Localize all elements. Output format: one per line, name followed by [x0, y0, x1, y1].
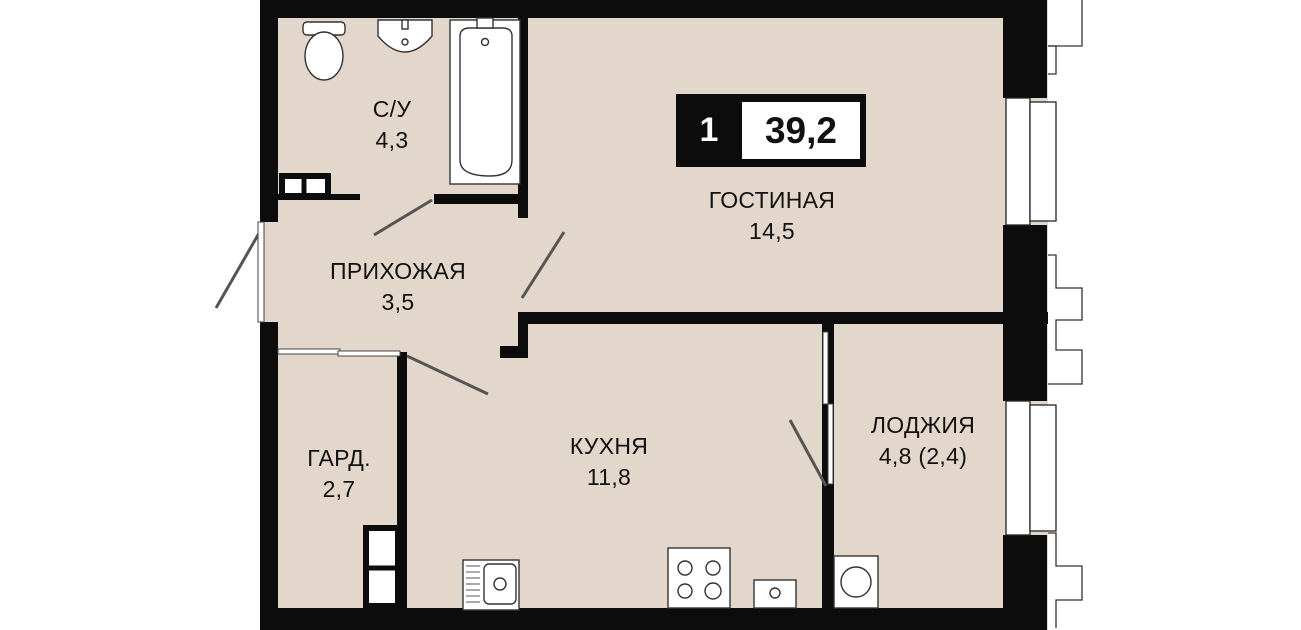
room-label-kitchen: КУХНЯ 11,8: [570, 431, 648, 493]
room-name: ПРИХОЖАЯ: [330, 258, 466, 284]
total-area: 39,2: [742, 102, 860, 159]
room-area: 11,8: [586, 464, 632, 490]
wall-right-top: [1003, 0, 1047, 98]
room-label-loggia: ЛОДЖИЯ 4,8 (2,4): [871, 410, 975, 472]
stove-icon: [667, 547, 731, 609]
door-leaves: [214, 198, 828, 487]
room-area: 4,8 (2,4): [878, 443, 968, 469]
room-area: 14,5: [749, 218, 795, 244]
wall-wardrobe-kitchen: [397, 352, 407, 608]
wall-left-top: [260, 0, 278, 222]
room-name: ЛОДЖИЯ: [870, 412, 976, 438]
wall-hall-kitchen-foot: [500, 346, 528, 358]
room-area: 4,3: [375, 127, 409, 153]
room-area: 3,5: [381, 289, 415, 315]
loggia-sliding-door: [822, 331, 834, 485]
facade-outline: [1045, 0, 1083, 628]
room-name: С/У: [372, 96, 412, 122]
wall-right-bottom: [1003, 535, 1047, 630]
entrance-door: [257, 221, 265, 323]
room-count: 1: [699, 111, 719, 149]
washbasin-icon: [377, 19, 433, 53]
wall-top: [260, 0, 1020, 18]
room-label-living: ГОСТИНАЯ 14,5: [709, 185, 835, 247]
wall-living-kitchen: [518, 312, 1048, 324]
room-name: ГАРД.: [307, 445, 371, 471]
washing-machine-icon: [833, 555, 879, 609]
total-area-badge: 1 39,2: [676, 94, 866, 167]
room-label-wardrobe: ГАРД. 2,7: [307, 443, 371, 505]
room-label-bathroom: С/У 4,3: [373, 94, 412, 156]
toilet-icon: [302, 21, 346, 81]
wardrobe-sliding-door: [277, 348, 401, 357]
wall-hall-kitchen-stub: [518, 312, 528, 358]
room-name: КУХНЯ: [569, 433, 649, 459]
wall-bath-bottom-right: [434, 194, 528, 204]
dishwasher-icon: [753, 579, 797, 609]
wall-bath-living: [518, 0, 528, 218]
walls: [260, 0, 1048, 630]
windows: [1005, 97, 1057, 536]
wall-left-bottom: [260, 322, 278, 630]
room-name: ГОСТИНАЯ: [708, 187, 836, 213]
room-label-hallway: ПРИХОЖАЯ 3,5: [330, 256, 466, 318]
bathtub-icon: [449, 17, 521, 185]
room-area: 2,7: [322, 476, 356, 502]
wall-bottom: [260, 608, 1020, 630]
